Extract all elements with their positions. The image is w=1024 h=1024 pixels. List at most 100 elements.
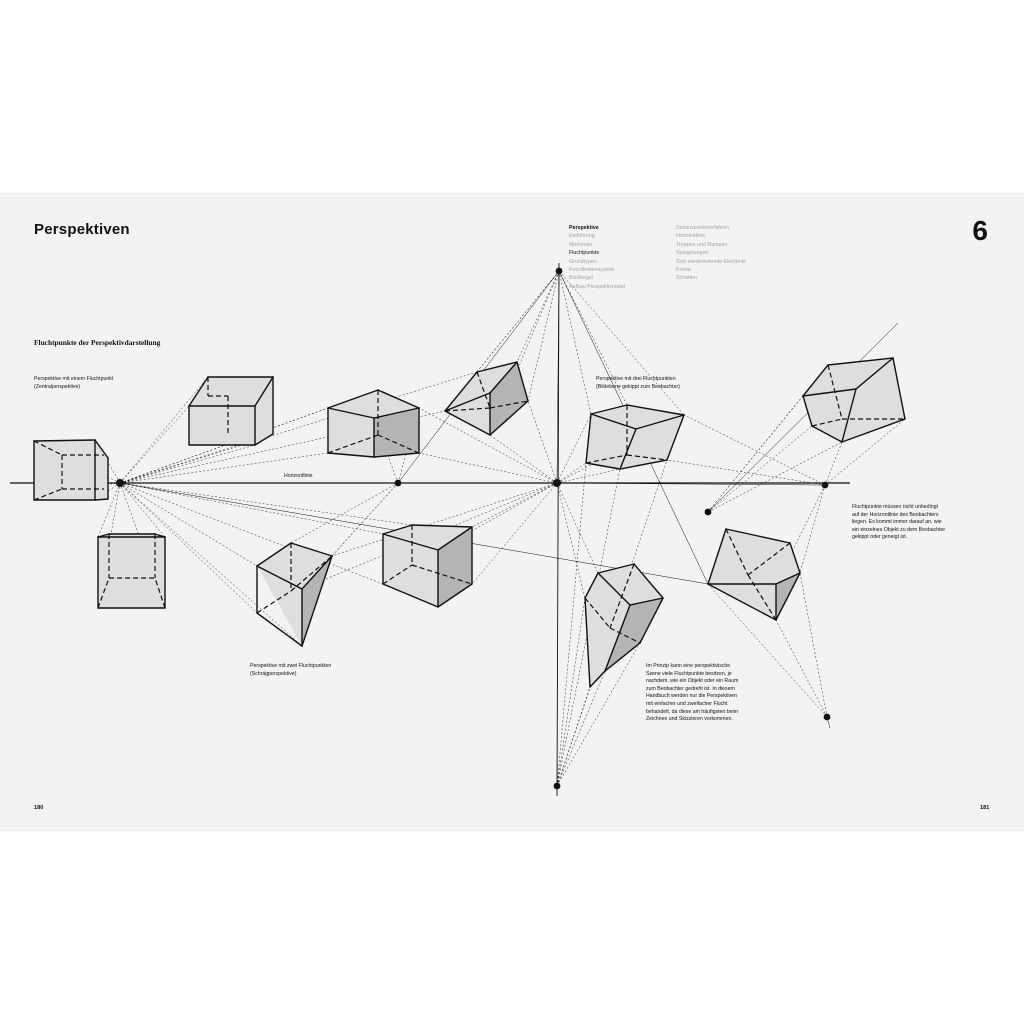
construction-line [119, 371, 478, 484]
construction-line [556, 468, 621, 484]
nav-item-spiegelungen[interactable]: Spiegelungen [676, 250, 709, 257]
cube-2pt-upper-mid [327, 389, 420, 458]
cube-edge [301, 555, 333, 647]
nav-item-blickkegel[interactable]: Blickkegel [569, 275, 593, 282]
cube-edge [789, 542, 801, 574]
nav-item-grundtypen[interactable]: Grundtypen [569, 258, 597, 265]
nav-item-perspektive[interactable]: Perspektive [569, 225, 599, 231]
cube-edge [633, 563, 664, 599]
cube-3pt-top [444, 361, 529, 436]
construction-line [471, 482, 558, 585]
construction-line [556, 642, 641, 787]
construction-line [556, 686, 591, 787]
cube-hidden-edge [609, 627, 641, 644]
construction-line [527, 400, 558, 484]
cube-edge [437, 526, 473, 551]
cube-hidden-edge [256, 590, 292, 614]
cube-face [605, 598, 663, 671]
cube-3pt-bottom [584, 563, 664, 688]
cube-edge [707, 528, 727, 585]
caption-one-point: Perspektive mit einem Fluchtpunkt (Zentr… [34, 376, 114, 390]
page-title: Perspektiven [34, 221, 130, 238]
cube-edge [802, 395, 813, 427]
construction-line [527, 270, 560, 402]
cube-edge [590, 404, 628, 415]
cube-edge [327, 407, 375, 419]
nav-item-wiederholende-elemente[interactable]: Sich wiederholende Elemente [676, 258, 747, 265]
cube-hidden-edge [327, 434, 379, 454]
construction-line [556, 482, 826, 486]
construction-line [489, 434, 558, 484]
nav-item-koordinatensystem[interactable]: Koordinatensystem [569, 267, 615, 274]
nav-item-einfuehrung[interactable]: Einführung [569, 233, 595, 240]
nav-item-treppen[interactable]: Treppen und Rampen [676, 241, 728, 248]
cube-edge [629, 597, 664, 606]
cube-face [98, 534, 165, 608]
cube-face [257, 543, 332, 646]
nav-item-schatten[interactable]: Schatten [676, 275, 697, 282]
cube-edge [327, 452, 375, 458]
cube-edge [382, 524, 413, 535]
construction-line [418, 452, 558, 484]
nav-item-perspektivraster[interactable]: Aufbau Perspektivraster [569, 283, 626, 290]
cube-edge [444, 392, 491, 412]
cube-hidden-edge [626, 454, 668, 461]
cube-face [803, 358, 905, 442]
section-heading: Fluchtpunkte der Perspektivdarstellung [34, 338, 161, 347]
construction-line [556, 413, 592, 484]
nav-item-fluchtpunkte[interactable]: Fluchtpunkte [569, 250, 600, 257]
cube-edge [154, 533, 166, 538]
construction-line [556, 462, 587, 484]
vanishing-point-bot [553, 782, 561, 790]
cube-hidden-edge [584, 597, 611, 629]
cube-edge [635, 414, 685, 430]
vanishing-point-top [555, 267, 563, 275]
cube-edge [377, 389, 420, 409]
vanishing-point-lr [823, 713, 831, 721]
cube-1pt-upper [188, 376, 274, 446]
cube-edge [666, 414, 685, 461]
construction-line [119, 444, 256, 484]
construction-line [516, 270, 560, 363]
cube-edge [584, 572, 599, 599]
cube-edge [254, 376, 274, 407]
construction-line [707, 425, 813, 513]
construction-line [119, 482, 166, 538]
cube-edge [639, 597, 664, 644]
cube-edge [489, 361, 518, 394]
vanishing-point-a [116, 479, 124, 487]
cube-edge [604, 642, 641, 672]
cube-hidden-edge [97, 577, 110, 609]
vertical-axis-line [556, 262, 560, 797]
cube-hidden-edge [382, 564, 413, 585]
construction-line [119, 482, 384, 535]
cube-edge [841, 418, 906, 443]
construction-line [556, 670, 606, 787]
cube-face [189, 377, 273, 445]
cube-edge [256, 542, 292, 567]
nav-item-distanzpunktverfahren[interactable]: Distanzpunktverfahren [676, 225, 729, 231]
cube-edge [373, 452, 420, 458]
construction-line [556, 482, 586, 599]
chapter-number: 6 [972, 215, 988, 246]
cube-1pt-left [33, 439, 109, 501]
cube-edge [855, 357, 894, 390]
cube-edge [382, 583, 439, 608]
cube-edge [775, 572, 801, 585]
cube-hidden-edge [585, 454, 628, 464]
cube-hidden-edge [827, 364, 843, 420]
nav-item-horizontlinie[interactable]: Horizontlinie [676, 233, 706, 240]
cube-edge [892, 357, 906, 420]
construction-line [558, 270, 592, 415]
cube-hidden-edge [290, 555, 333, 592]
cube-face [438, 527, 472, 607]
cube-hidden-edge [725, 528, 749, 576]
cube-edge [94, 498, 109, 501]
construction-line [707, 441, 843, 513]
horizon-label: Horizontlinie [284, 473, 313, 479]
nav-item-kreise[interactable]: Kreise [676, 267, 692, 274]
cube-face [374, 408, 419, 457]
cube-edge [256, 565, 303, 590]
nav-item-merkmale[interactable]: Merkmale [569, 241, 593, 248]
cube-hidden-edge [747, 542, 791, 576]
